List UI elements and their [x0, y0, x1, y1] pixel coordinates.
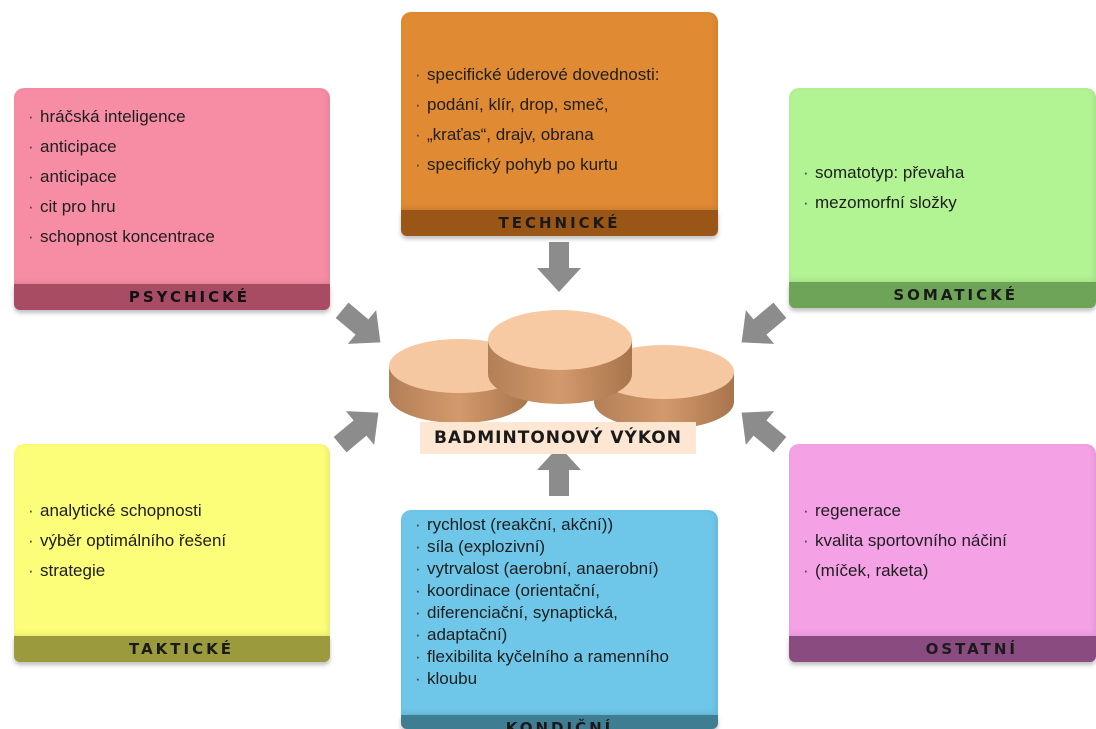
center-label: BADMINTONOVÝ VÝKON [420, 422, 696, 454]
box-technicke-title: TECHNICKÉ [401, 210, 718, 236]
box-kondicni: rychlost (reakční, akční)) síla (explozi… [401, 510, 718, 729]
box-ostatni-title: OSTATNÍ [789, 636, 1096, 662]
list-item: mezomorfní složky [803, 188, 1086, 218]
list-item: strategie [28, 556, 320, 586]
box-takticke-title: TAKTICKÉ [14, 636, 330, 662]
technicke-list: specifické úderové dovednosti: podání, k… [415, 60, 708, 180]
disc-center-icon [488, 310, 632, 404]
list-item: vytrvalost (aerobní, anaerobní) [415, 558, 708, 580]
box-somaticke-body: somatotyp: převaha mezomorfní složky [789, 88, 1096, 282]
list-item: kvalita sportovního náčiní [803, 526, 1086, 556]
list-item: rychlost (reakční, akční)) [415, 514, 708, 536]
box-takticke-body: analytické schopnosti výběr optimálního … [14, 444, 330, 636]
list-item: adaptační) [415, 624, 708, 646]
list-item: diferenciační, synaptická, [415, 602, 708, 624]
list-item: koordinace (orientační, [415, 580, 708, 602]
box-psychicke-title: PSYCHICKÉ [14, 284, 330, 310]
list-item: (míček, raketa) [803, 556, 1086, 586]
box-ostatni-body: regenerace kvalita sportovního náčiní (m… [789, 444, 1096, 636]
somaticke-list: somatotyp: převaha mezomorfní složky [803, 158, 1086, 218]
list-item: regenerace [803, 496, 1086, 526]
list-item: „kraťas“, drajv, obrana [415, 120, 708, 150]
arrow-from-somaticke-icon [727, 293, 795, 360]
ostatni-list: regenerace kvalita sportovního náčiní (m… [803, 496, 1086, 586]
list-item: analytické schopnosti [28, 496, 320, 526]
box-somaticke-title: SOMATICKÉ [789, 282, 1096, 308]
psychicke-list: hráčská inteligence anticipace anticipac… [28, 102, 320, 252]
box-psychicke-body: hráčská inteligence anticipace anticipac… [14, 88, 330, 284]
arrow-from-psychicke-icon [327, 293, 395, 360]
list-item: anticipace [28, 132, 320, 162]
list-item: specifické úderové dovednosti: [415, 60, 708, 90]
box-somaticke: somatotyp: převaha mezomorfní složky SOM… [789, 88, 1096, 308]
takticke-list: analytické schopnosti výběr optimálního … [28, 496, 320, 586]
list-item: specifický pohyb po kurtu [415, 150, 708, 180]
list-item: kloubu [415, 668, 708, 690]
box-ostatni: regenerace kvalita sportovního náčiní (m… [789, 444, 1096, 662]
list-item: výběr optimálního řešení [28, 526, 320, 556]
box-psychicke: hráčská inteligence anticipace anticipac… [14, 88, 330, 310]
list-item: síla (explozivní) [415, 536, 708, 558]
box-kondicni-title: KONDIČNÍ [401, 715, 718, 729]
arrow-from-technicke-icon [537, 242, 581, 292]
box-technicke-body: specifické úderové dovednosti: podání, k… [401, 12, 718, 210]
box-technicke: specifické úderové dovednosti: podání, k… [401, 12, 718, 236]
list-item: cit pro hru [28, 192, 320, 222]
box-kondicni-body: rychlost (reakční, akční)) síla (explozi… [401, 510, 718, 715]
list-item: hráčská inteligence [28, 102, 320, 132]
list-item: flexibilita kyčelního a ramenního [415, 646, 708, 668]
box-takticke: analytické schopnosti výběr optimálního … [14, 444, 330, 662]
list-item: podání, klír, drop, smeč, [415, 90, 708, 120]
list-item: somatotyp: převaha [803, 158, 1086, 188]
kondicni-list: rychlost (reakční, akční)) síla (explozi… [415, 514, 708, 690]
arrow-from-takticke-icon [325, 395, 393, 462]
list-item: schopnost koncentrace [28, 222, 320, 252]
list-item: anticipace [28, 162, 320, 192]
arrow-from-ostatni-icon [727, 395, 795, 462]
